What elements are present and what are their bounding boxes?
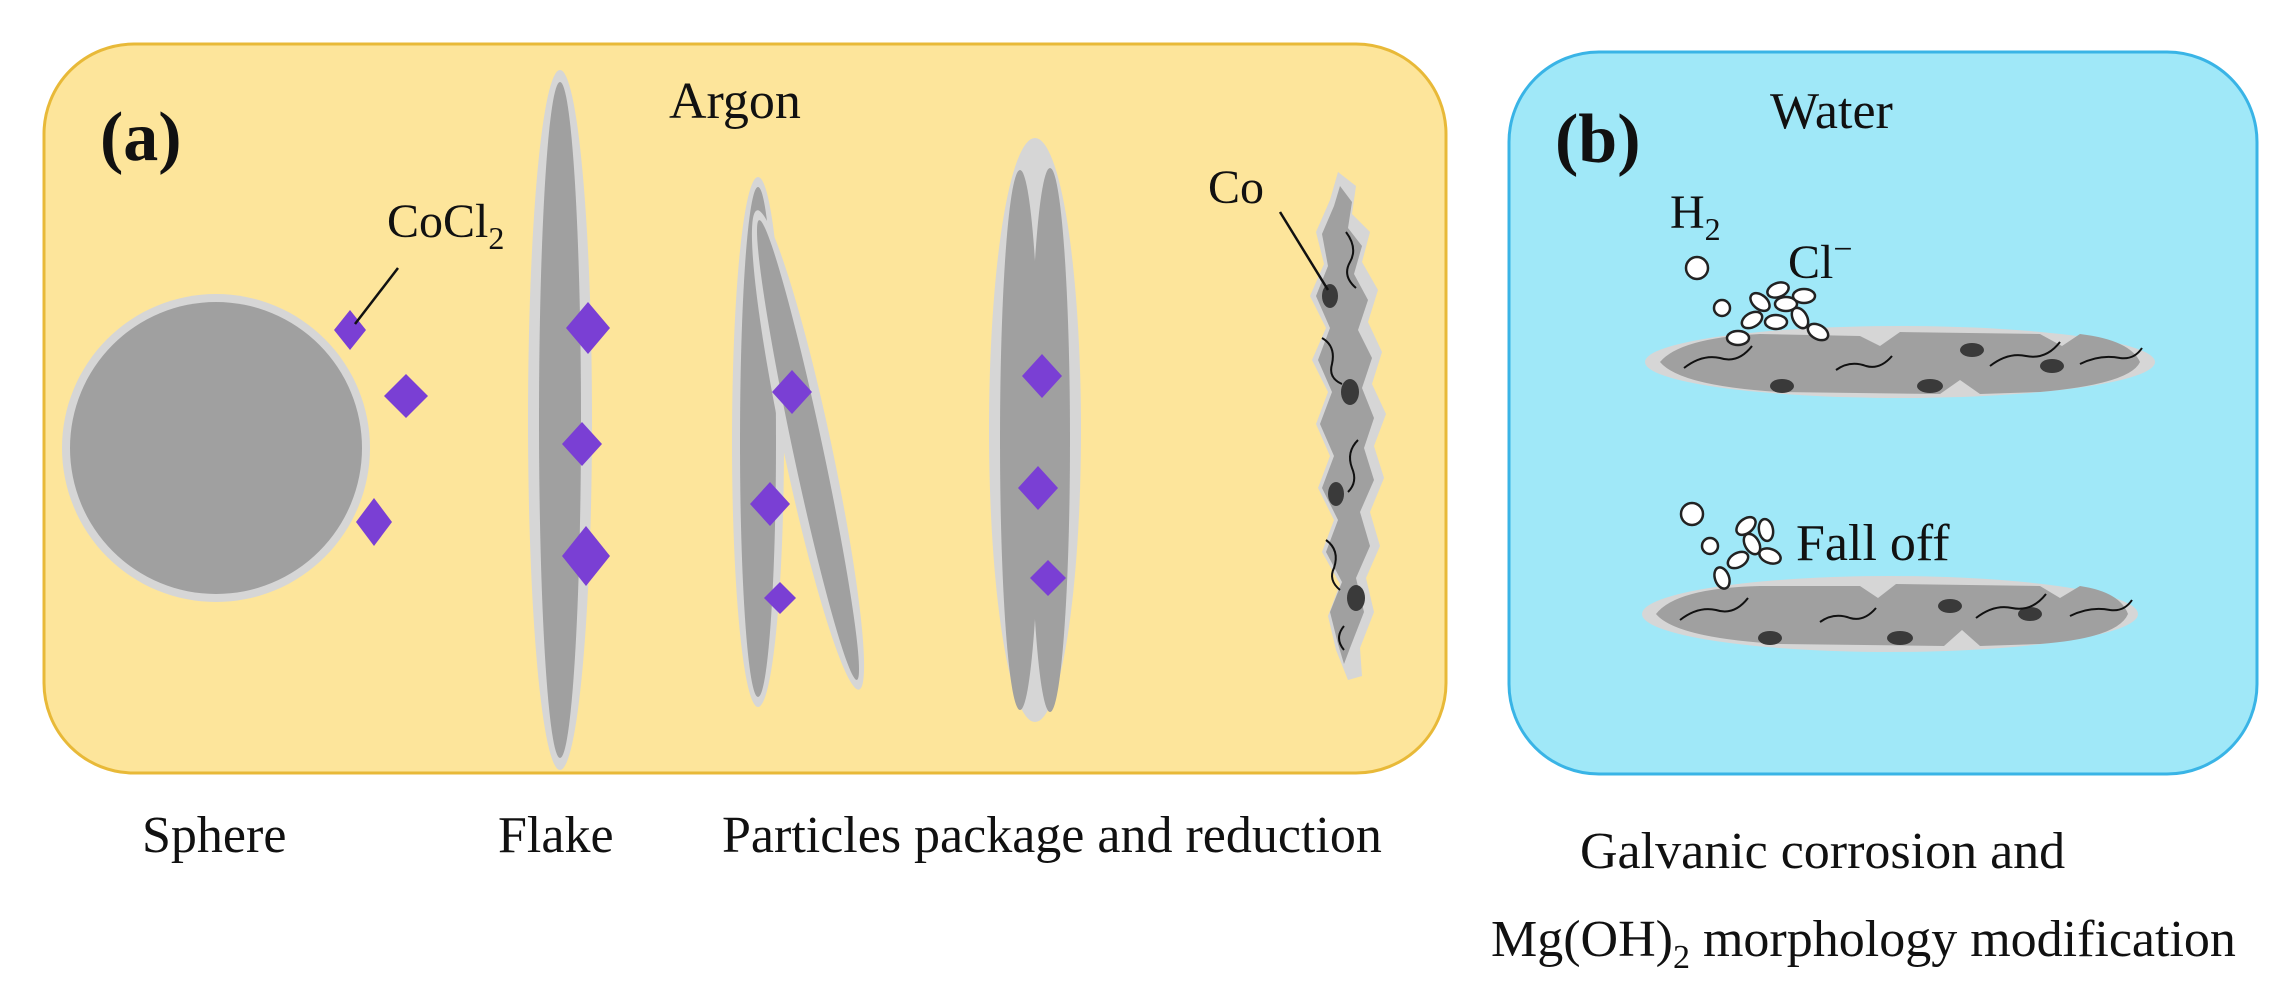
crack-line <box>1321 337 1343 385</box>
h2-bubble <box>1700 536 1720 556</box>
caption-flake: Flake <box>498 807 614 864</box>
crack-line <box>1683 345 1753 369</box>
cocl2-crystal <box>566 302 610 354</box>
panel-b-tag: (b) <box>1555 101 1641 178</box>
panel-a-tag: (a) <box>100 99 182 176</box>
co-particle <box>2018 607 2042 621</box>
corroding-flake-upper <box>1645 255 2155 398</box>
cocl2-crystal <box>562 526 610 586</box>
cocl2-pointer-line <box>354 267 399 325</box>
cocl2-crystal <box>1018 466 1058 510</box>
reduced-flake: Co <box>1208 161 1386 680</box>
h2-bubble <box>1684 255 1710 281</box>
co-particle <box>1770 379 1794 393</box>
crack-line <box>1835 355 1893 371</box>
sphere-particle: CoCl2 <box>62 195 504 602</box>
cocl2-crystal <box>356 498 392 546</box>
co-particle <box>1960 343 1984 357</box>
folding-flake <box>732 177 865 707</box>
cocl2-crystal <box>1022 354 1062 398</box>
argon-label: Argon <box>669 73 801 130</box>
co-pointer-line <box>1278 211 1330 291</box>
corroding-flake-lower: Fall off <box>1642 501 2138 652</box>
packaged-flake <box>989 138 1081 722</box>
co-particle <box>1758 631 1782 645</box>
co-particle <box>1347 585 1365 611</box>
cl-ion-label: Cl− <box>1788 231 1853 289</box>
cocl2-crystal <box>1030 560 1066 596</box>
cocl2-crystal <box>772 370 812 414</box>
co-particle <box>1322 284 1338 308</box>
cocl2-crystal <box>384 374 428 418</box>
crack-line <box>2079 347 2143 365</box>
crack-line <box>1975 593 2047 619</box>
caption-b-line2: Mg(OH)2 morphology modification <box>1491 911 2236 976</box>
co-particle <box>1938 599 1962 613</box>
caption-b-line1: Galvanic corrosion and <box>1580 823 2065 880</box>
crack-line <box>1989 341 2061 367</box>
h2-label: H2 <box>1670 186 1721 247</box>
cocl2-crystal <box>562 422 602 466</box>
water-label: Water <box>1770 83 1893 140</box>
crack-line <box>1679 597 1749 621</box>
cocl2-crystal <box>764 582 796 614</box>
fall-off-label: Fall off <box>1796 515 1950 572</box>
co-particle <box>1328 482 1344 506</box>
h2-bubble <box>1712 298 1732 318</box>
cocl2-crystal <box>750 482 790 526</box>
co-label: Co <box>1208 161 1264 214</box>
panel-b: (b) Water H2 Cl− <box>1507 50 2259 776</box>
caption-sphere: Sphere <box>142 807 286 864</box>
co-particle <box>1917 379 1943 393</box>
h2-bubble <box>1679 501 1705 527</box>
panel-a: (a) Argon CoCl2 <box>42 42 1448 775</box>
crack-line <box>1338 625 1345 651</box>
crack-line <box>1345 231 1357 289</box>
co-particle <box>2040 359 2064 373</box>
crack-line <box>1325 539 1341 591</box>
cocl2-label: CoCl2 <box>387 195 504 256</box>
caption-package: Particles package and reduction <box>722 807 1382 864</box>
crack-line <box>1347 439 1359 493</box>
crack-line <box>2069 599 2133 617</box>
co-particle <box>1887 631 1913 645</box>
co-particle <box>1341 379 1359 405</box>
flake-particle <box>528 70 610 770</box>
crack-line <box>1819 607 1877 623</box>
